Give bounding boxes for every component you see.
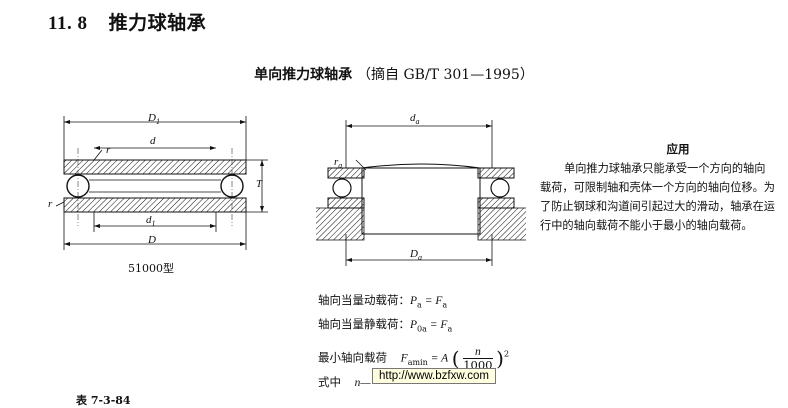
label-r-top: r bbox=[106, 144, 111, 156]
label-D1: D1 bbox=[148, 112, 160, 127]
doc-title: 单向推力球轴承 （摘自 GB/T 301—1995） bbox=[0, 64, 788, 84]
application-heading: 应用 bbox=[666, 142, 690, 156]
formula-dynamic-load: 轴向当量动载荷：Pa = Fa bbox=[318, 293, 448, 310]
watermark-url[interactable]: http://www.bzfxw.com bbox=[372, 368, 496, 384]
mounting-diagram bbox=[316, 120, 526, 266]
formula-static-load: 轴向当量静载荷：P0a = Fa bbox=[318, 317, 453, 334]
label-d1: d1 bbox=[146, 214, 156, 229]
table-label: 表 7-3-84 bbox=[76, 394, 131, 407]
formula-where: 式中 n— bbox=[318, 375, 371, 389]
label-d: d bbox=[150, 135, 156, 147]
label-T: T bbox=[256, 178, 263, 190]
label-r-left: r bbox=[48, 198, 53, 210]
label-D: D bbox=[148, 234, 156, 246]
section-title: 推力球轴承 bbox=[108, 12, 207, 34]
bearing-type-caption: 51000型 bbox=[128, 262, 174, 275]
section-heading: 11. 8 推力球轴承 bbox=[48, 8, 206, 35]
label-da: da bbox=[410, 112, 420, 127]
doc-title-standard: （摘自 GB/T 301—1995） bbox=[357, 67, 534, 83]
doc-title-main: 单向推力球轴承 bbox=[254, 67, 353, 83]
application-box: 应用 单向推力球轴承只能承受一个方向的轴向载荷，可限制轴和壳体一个方向的轴向位移… bbox=[540, 140, 776, 235]
section-number: 11. 8 bbox=[48, 13, 88, 34]
bearing-section-diagram bbox=[55, 116, 268, 250]
label-Da: Da bbox=[410, 248, 422, 263]
application-text: 单向推力球轴承只能承受一个方向的轴向载荷，可限制轴和壳体一个方向的轴向位移。为了… bbox=[540, 162, 775, 232]
label-ra: ra bbox=[334, 156, 343, 171]
